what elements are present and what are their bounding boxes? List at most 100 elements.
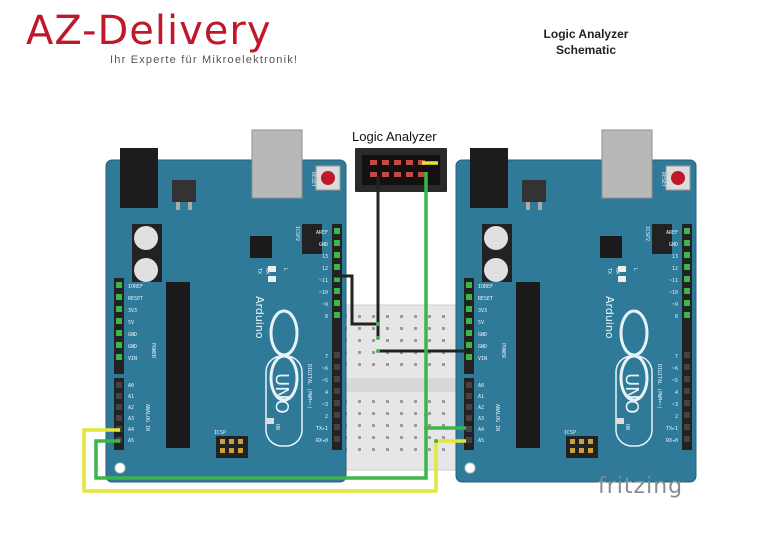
power-pin-label: VIN [128,356,137,362]
power-pin-label: 5V [478,320,484,326]
digital-pin-label: GND [319,242,328,248]
digital-pin-label: RX◂0 [666,438,678,444]
digital-pin-label: ~11 [319,278,328,284]
analog-pin-label: A4 [128,427,134,433]
analog-pin-label: A1 [128,394,134,400]
reset-label: RESET [660,172,666,187]
analog-section-label: ANALOG IN [494,404,500,431]
logo-tagline: Ihr Experte für Mikroelektronik! [110,54,299,66]
digital-pin-label: AREF [316,230,328,236]
uno-model-text: UNO [271,373,292,414]
icsp2-label: ICSP2 [644,226,650,241]
logic-analyzer-label: Logic Analyzer [352,129,437,144]
logic-analyzer-pin-header [370,160,425,177]
digital-pin-label: ~5 [672,378,678,384]
tx-label: TX [606,268,612,274]
analog-pin-label: A1 [478,394,484,400]
breadboard-green-dots [376,322,438,443]
reset-label: RESET [310,172,316,187]
usb-port [251,129,303,199]
wires [82,161,466,493]
icsp-label: ICSP [214,430,226,436]
digital-pin-label: ~5 [322,378,328,384]
digital-pin-label: ~10 [669,290,678,296]
title-line-1: Logic Analyzer [543,27,629,41]
on-label: ON [624,424,630,430]
digital-pin-label: 4 [675,390,678,396]
digital-pin-label: 13 [322,254,328,260]
wire-yellow-left-a5 [82,428,466,493]
power-pin-label: GND [478,332,487,338]
digital-pin-label: 8 [325,314,328,320]
digital-pin-label: 2 [675,414,678,420]
power-jack [120,148,158,208]
analog-pin-label: A5 [128,438,134,444]
analog-pin-label: A4 [478,427,484,433]
digital-pin-label: 4 [325,390,328,396]
digital-pin-label: 7 [325,354,328,360]
analog-pin-label: A0 [478,383,484,389]
fritzing-watermark: fritzing [598,474,684,499]
digital-pin-label: TX▸1 [316,426,328,432]
power-pin-label: GND [478,344,487,350]
power-pin-label: IOREF [128,284,143,290]
digital-pin-label: 12 [322,266,328,272]
digital-pin-label: ~9 [322,302,328,308]
power-section-label: POWER [150,343,156,359]
microcontroller-chip [516,282,540,448]
power-pin-label: 5V [128,320,134,326]
power-pin-label: IOREF [478,284,493,290]
power-pin-label: GND [128,344,137,350]
digital-pin-label: ~11 [669,278,678,284]
rx-label: RX [614,268,620,274]
rx-label: RX [264,268,270,274]
microcontroller-chip [166,282,190,448]
title-line-2: Schematic [555,43,617,57]
digital-pin-label: 8 [675,314,678,320]
icsp2-label: ICSP2 [294,226,300,241]
analog-pin-label: A0 [128,383,134,389]
tx-label: TX [256,268,262,274]
arduino-brand-text: Arduino [253,296,266,339]
l-label: L [632,268,638,271]
digital-pin-label: ~10 [319,290,328,296]
logo-brand-text: AZ-Delivery [26,8,272,54]
digital-pin-label: AREF [666,230,678,236]
power-pin-label: 3V3 [128,308,137,314]
on-label: ON [274,424,280,430]
az-delivery-logo: AZ-Delivery Ihr Experte für Mikroelektro… [26,8,346,70]
digital-pin-label: 13 [672,254,678,260]
wire-green-left-a4 [94,428,428,480]
digital-pin-label: ~3 [322,402,328,408]
digital-pin-label: GND [669,242,678,248]
digital-header [682,224,692,450]
digital-pin-label: ~9 [672,302,678,308]
power-pin-label: 3V3 [478,308,487,314]
power-header [464,278,474,374]
digital-pin-label: ~6 [322,366,328,372]
analog-header [464,378,474,450]
power-header [114,278,124,374]
power-pin-label: GND [128,332,137,338]
usb-port [601,129,653,199]
wire-black-left-gnd [334,274,378,326]
digital-pin-label: ~3 [672,402,678,408]
digital-pin-label: RX◂0 [316,438,328,444]
uno-model-text: UNO [621,373,642,414]
analog-pin-label: A5 [478,438,484,444]
arduino-brand-text: Arduino [603,296,616,339]
analog-header [114,378,124,450]
digital-pin-label: 7 [675,354,678,360]
icsp-label: ICSP [564,430,576,436]
digital-header [332,224,342,450]
analog-pin-label: A2 [478,405,484,411]
digital-pin-label: TX▸1 [666,426,678,432]
schematic-title: Logic Analyzer Schematic [526,26,646,58]
digital-pin-label: 12 [672,266,678,272]
digital-section-label: DIGITAL (PWM=~) [306,364,312,409]
power-pin-label: RESET [478,296,493,302]
digital-pin-label: ~6 [672,366,678,372]
